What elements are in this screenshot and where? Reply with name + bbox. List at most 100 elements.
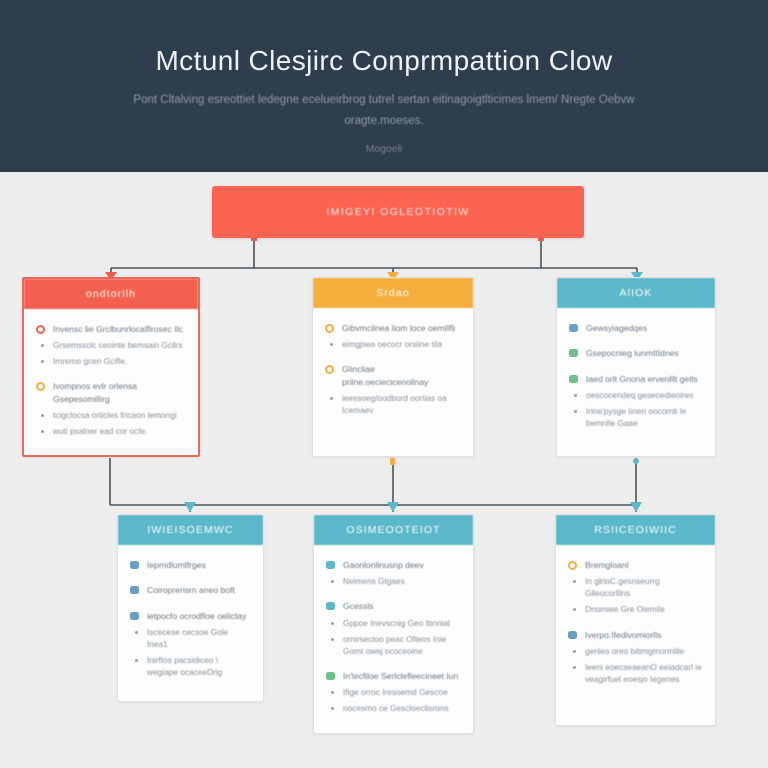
bullet-text: Invensc lie Grclbunrlocalflrosec Ilc bbox=[53, 324, 183, 334]
bullet-item: Gewsyiagedqes bbox=[569, 322, 703, 334]
junction-mid-2 bbox=[633, 458, 639, 464]
dot-bullet-icon bbox=[135, 659, 138, 663]
ring-bullet-icon bbox=[36, 325, 45, 334]
bullet-text: Gibvmcilnea liom loce oemIlfli bbox=[342, 323, 456, 333]
sub-bullet-item: Ifige orroc Iresoemd Gescoe bbox=[326, 686, 461, 698]
sub-bullet-text: In glrioC.gesnseurrg Glleocorlllns bbox=[585, 576, 660, 599]
sub-bullet-text: oescocendeq gesecedieoires bbox=[586, 390, 694, 401]
sub-bullet-item: Ieeni eoecseaeanO eeiadcarl ie veagirfue… bbox=[568, 661, 703, 685]
bullet-text: Gsepocnieg lunmItIdnes bbox=[586, 348, 679, 359]
bullet-group: Iaed orlt Gnona ervenlllt getls oescocend… bbox=[569, 373, 703, 430]
bullet-group: Gsepocnieg lunmItIdnes bbox=[569, 347, 703, 359]
leaf-node-0-title: IWIEISOEMWC bbox=[118, 515, 263, 545]
square-bullet-icon bbox=[130, 611, 139, 620]
sub-bullet-item: Dnomiee Gre Oiemile bbox=[568, 603, 703, 615]
sub-bullet-item: Neimens Gtgaes bbox=[326, 575, 461, 587]
sub-bullet-text: Dnomiee Gre Oiemile bbox=[585, 604, 665, 615]
sub-bullet-text: wuti psalner ead cor ocfe. bbox=[53, 426, 148, 437]
mid-node-1-title: Srdao bbox=[313, 278, 473, 308]
dot-bullet-icon bbox=[573, 608, 576, 612]
bullet-text: In'lecfiloe Serlclefleecineet Iun bbox=[343, 670, 459, 681]
root-node[interactable]: IMIGEYI OGLEOTIOTIW bbox=[212, 186, 584, 238]
bullet-group: Gewsyiagedqes bbox=[569, 322, 703, 334]
bullet-text: ietpocfo ocrodfloe oelictay bbox=[147, 610, 247, 621]
bullet-group: Gibvmcilnea liom loce oemIlfli eimgjsea o… bbox=[325, 322, 461, 350]
bullet-item: Iaed orlt Gnona ervenlllt getls bbox=[569, 373, 703, 385]
bullet-text: Iepmdlumlfrges bbox=[147, 560, 206, 570]
mid-node-0-title: ondtorilh bbox=[24, 279, 198, 309]
dot-bullet-icon bbox=[41, 360, 44, 364]
page-header: Mctunl Clesjirc Conprmpattion Clow Pont … bbox=[0, 0, 768, 172]
bullet-item: Bremgloanl bbox=[568, 559, 703, 571]
leaf-node-2-body: Bremgloanl In glrioC.gesnseurrg Glleocorl… bbox=[556, 545, 715, 695]
bullet-item: ietpocfo ocrodfloe oelictay bbox=[130, 610, 251, 622]
sub-bullet-text: Ifige orroc Iresoemd Gescoe bbox=[343, 687, 448, 698]
page-title: Mctunl Clesjirc Conprmpattion Clow bbox=[155, 45, 613, 76]
sub-bullet-item: Iscecese cecsoe Gole Inea1 bbox=[130, 626, 251, 650]
bullet-text: Gewsyiagedqes bbox=[586, 323, 648, 333]
bullet-text: Gcessls bbox=[343, 601, 374, 612]
square-bullet-icon bbox=[326, 561, 335, 569]
sub-bullet-text: ieessoeg/oodbord oortias oa Icemaev bbox=[342, 393, 447, 416]
arrow-leaf-0 bbox=[184, 502, 196, 512]
sub-bullet-item: Grsemssclc ceointe bemsain Gcilrs bbox=[36, 339, 186, 351]
sub-bullet-item: tcigclocsa orticles fricaon lemongi bbox=[36, 409, 186, 421]
dot-bullet-icon bbox=[331, 621, 334, 625]
sub-bullet-item: In glrioC.gesnseurrg Glleocorlllns bbox=[568, 575, 703, 599]
dot-bullet-icon bbox=[331, 637, 334, 641]
dot-bullet-icon bbox=[573, 649, 576, 653]
sub-bullet-item: Imremo gcen Gcifle. bbox=[36, 355, 186, 367]
sub-bullet-item: ornirsecloo peac Ofteos Inie Gomt owej o… bbox=[326, 633, 461, 657]
dot-bullet-icon bbox=[331, 691, 334, 695]
bullet-text: Iverpo.Ifedivomiorlls bbox=[585, 629, 662, 640]
leaf-node-1-title: OSIMEOOTEIOT bbox=[314, 515, 473, 545]
bullet-item: Ivompnos evlr orlensa Gsepesomillirg bbox=[36, 380, 186, 405]
bullet-text: Bremgloanl bbox=[585, 560, 629, 570]
arrow-leaf-1 bbox=[387, 502, 399, 512]
bullet-group: Bremgloanl In glrioC.gesnseurrg Glleocorl… bbox=[568, 559, 703, 616]
mid-node-0[interactable]: ondtorilh Invensc lie Grclbunrlocalflros… bbox=[22, 277, 200, 457]
sub-bullet-text: Grsemssclc ceointe bemsain Gcilrs bbox=[53, 340, 183, 351]
square-bullet-icon bbox=[569, 374, 578, 383]
bullet-text: Ivompnos evlr orlensa Gsepesomillirg bbox=[53, 381, 138, 404]
bullet-item: Gibvmcilnea liom loce oemIlfli bbox=[325, 322, 461, 334]
sub-bullet-text: tcigclocsa orticles fricaon lemongi bbox=[53, 410, 177, 421]
sub-bullet-text: ornirsecloo peac Ofteos Inie Gomt owej o… bbox=[343, 633, 447, 656]
arrowheads-leaf bbox=[184, 502, 642, 512]
bullet-item: Iepmdlumlfrges bbox=[130, 559, 251, 571]
sub-bullet-item: nocesmo ce Gescloeclisrons bbox=[326, 702, 461, 714]
dot-bullet-icon bbox=[574, 394, 577, 398]
dot-bullet-icon bbox=[574, 410, 577, 414]
sub-bullet-text: Imremo gcen Gcifle. bbox=[53, 356, 128, 367]
sub-bullet-text: eimgjsea oecocr orsiine tila bbox=[342, 339, 443, 350]
mid-node-1[interactable]: Srdao Gibvmcilnea liom loce oemIlfli eimg… bbox=[312, 277, 474, 457]
bullet-item: Gsepocnieg lunmItIdnes bbox=[569, 347, 703, 359]
dot-bullet-icon bbox=[330, 343, 333, 347]
square-bullet-icon bbox=[569, 349, 578, 358]
bullet-item: In'lecfiloe Serlclefleecineet Iun bbox=[326, 670, 461, 682]
ring-bullet-icon bbox=[325, 324, 334, 333]
bullet-group: Coiroprerisrn aneo boft bbox=[130, 584, 251, 596]
mid-node-2-title: AlIOK bbox=[557, 278, 715, 308]
dot-bullet-icon bbox=[573, 665, 576, 669]
page-subtitle: Pont Cltalving esreottiet ledegne ecelue… bbox=[133, 93, 635, 127]
bullet-text: Coiroprerisrn aneo boft bbox=[147, 585, 235, 596]
bullet-item: Gcessls bbox=[326, 600, 461, 612]
bullet-text: Gaonlonlinusnp deev bbox=[343, 560, 424, 570]
bullet-item: Iverpo.Ifedivomiorlls bbox=[568, 629, 703, 641]
